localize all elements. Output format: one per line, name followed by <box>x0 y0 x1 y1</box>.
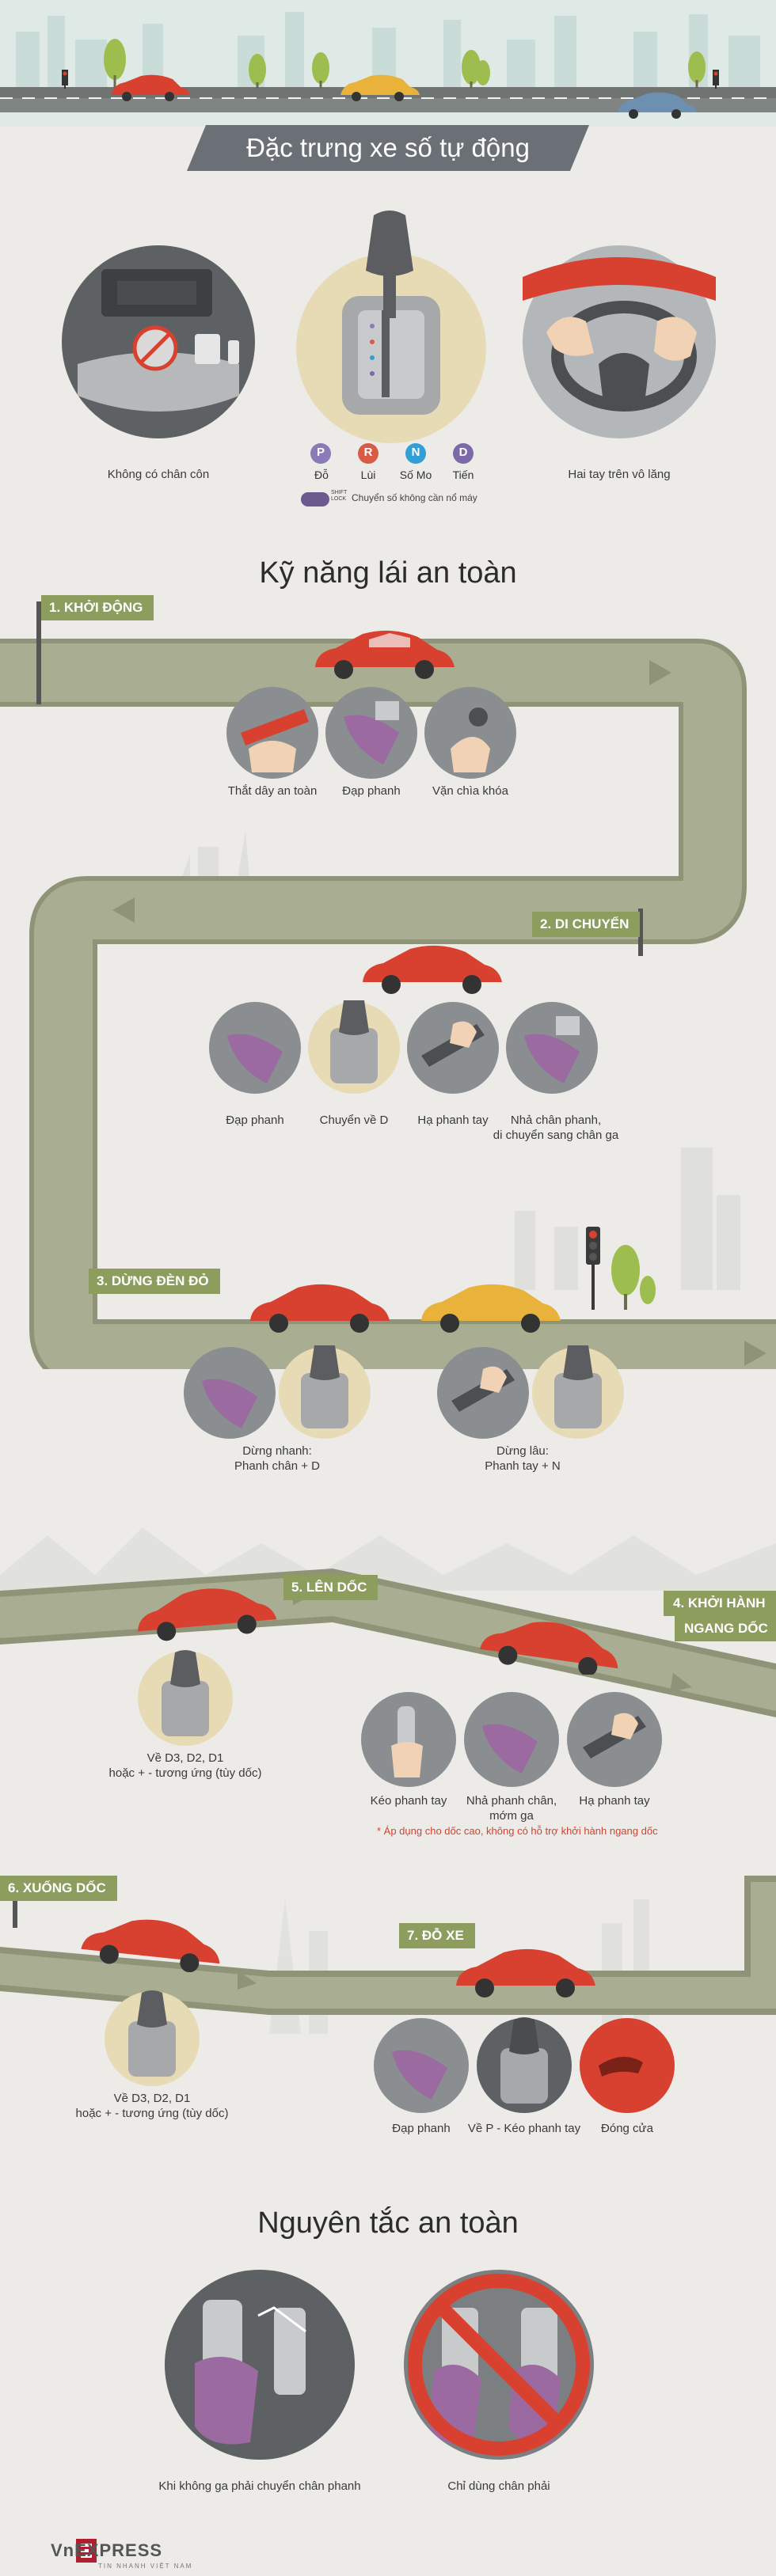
step2-caption-release-brake: Nhả chân phanh, <box>510 1113 602 1127</box>
step3-illustrations <box>184 1345 624 1439</box>
skills-title: Kỹ năng lái an toàn <box>259 556 517 590</box>
step6-gear-illustration <box>105 1990 200 2086</box>
gear-d-icon <box>453 443 474 464</box>
step2-caption-move-to-gas: di chuyển sang chân ga <box>493 1129 619 1142</box>
step4-caption-release-brake: Nhả phanh chân, <box>466 1794 557 1808</box>
step5-label: 5. LÊN DỐC <box>283 1575 378 1600</box>
step2-illustrations <box>209 1000 598 1094</box>
gear-d-label: Tiến <box>452 469 474 481</box>
step3-quick-stop-detail: Phanh chân + D <box>234 1459 320 1473</box>
step7-illustrations <box>374 2017 675 2113</box>
step6-caption-range: hoặc + - tương ứng (tùy dốc) <box>75 2107 229 2120</box>
shift-lock-button-icon <box>301 492 329 506</box>
gear-legend: P Đỗ R Lùi N Số Mo D Tiến <box>298 442 488 489</box>
step3-quick-stop-title: Dừng nhanh: <box>242 1444 312 1458</box>
no-clutch-caption: Không có chân côn <box>107 468 210 481</box>
gear-n-label: Số Mo <box>399 469 432 481</box>
step2-caption-brake: Đạp phanh <box>226 1113 284 1127</box>
shift-lock-caption: Chuyển số không cần nổ máy <box>352 492 477 503</box>
gear-n-letter: N <box>411 446 420 459</box>
step7-car-icon <box>456 1948 595 1997</box>
step3-long-stop-detail: Phanh tay + N <box>485 1459 561 1473</box>
top-blue-car-icon <box>618 92 697 119</box>
step4-note: * Áp dụng cho dốc cao, không có hỗ trợ k… <box>377 1825 658 1837</box>
step7-label: 7. ĐỖ XE <box>399 1923 475 1948</box>
step5-gear-illustration <box>138 1650 233 1746</box>
step3-red-car-icon <box>250 1284 390 1333</box>
safety-caption-right-foot: Chỉ dùng chân phải <box>447 2479 550 2493</box>
step6-car-icon <box>81 1919 220 1972</box>
step1-car-icon <box>315 630 455 679</box>
step6-sign-post <box>13 1880 17 1928</box>
gear-r-letter: R <box>363 446 373 459</box>
step4-label-line2: NGANG DỐC <box>675 1616 776 1641</box>
top-street-scene <box>0 0 776 127</box>
step3-yellow-car-icon <box>421 1284 561 1333</box>
gear-r-label: Lùi <box>360 469 376 481</box>
top-red-car-icon <box>111 74 190 101</box>
step1-illustrations <box>226 687 516 779</box>
shift-lock-badge: SHIFT LOCK <box>331 490 348 502</box>
step4-label-line1: 4. KHỞI HÀNH <box>664 1591 776 1616</box>
downhill-road <box>0 1876 776 2034</box>
steering-wheel-illustration <box>523 245 716 438</box>
gear-shifter-illustration <box>296 211 486 443</box>
step4-car-icon <box>480 1622 618 1675</box>
vnexpress-tagline: TIN NHANH VIỆT NAM <box>98 2563 193 2570</box>
step1-caption-brake: Đạp phanh <box>342 784 401 798</box>
step5-caption-range: hoặc + - tương ứng (tùy dốc) <box>108 1766 262 1780</box>
step7-caption-close-door: Đóng cửa <box>601 2122 653 2135</box>
step5-caption-gear: Về D3, D2, D1 <box>146 1751 224 1765</box>
safety-right-foot-illustration <box>404 2270 594 2460</box>
step3-label: 3. DỪNG ĐÈN ĐỎ <box>89 1269 220 1294</box>
safety-switch-pedal-illustration <box>165 2270 355 2460</box>
step4-caption-gas: mớm ga <box>489 1809 534 1823</box>
step6-label: 6. XUỐNG DỐC <box>0 1876 117 1901</box>
gear-r-icon <box>358 443 378 464</box>
vnexpress-logo-icon <box>76 2539 97 2563</box>
gear-p-label: Đỗ <box>314 469 329 481</box>
step4-caption-pull-handbrake: Kéo phanh tay <box>370 1794 447 1808</box>
vnexpress-logo: VnEXPRESS <box>51 2540 163 2560</box>
page-title: Đặc trưng xe số tự động <box>246 133 530 162</box>
gear-p-icon <box>310 443 331 464</box>
gear-n-icon <box>405 443 426 464</box>
step1-label: 1. KHỞI ĐỘNG <box>41 595 154 620</box>
step3-long-stop-title: Dừng lâu: <box>496 1444 549 1458</box>
step5-car-icon <box>138 1588 277 1641</box>
no-clutch-illustration <box>62 245 255 438</box>
winding-road <box>0 639 776 1369</box>
top-yellow-car-icon <box>340 74 420 101</box>
step1-caption-key: Vặn chìa khóa <box>432 784 508 798</box>
step4-illustrations <box>361 1692 662 1787</box>
title-banner <box>187 125 589 171</box>
step7-caption-brake: Đạp phanh <box>392 2122 451 2135</box>
step2-caption-handbrake: Hạ phanh tay <box>417 1113 489 1127</box>
safety-title: Nguyên tắc an toàn <box>257 2206 519 2240</box>
step7-caption-park: Về P - Kéo phanh tay <box>467 2122 581 2135</box>
step1-sign-post <box>36 601 41 704</box>
step2-label: 2. DI CHUYỂN <box>532 912 641 937</box>
step2-sign-post <box>638 909 643 956</box>
gear-p-letter: P <box>316 446 325 459</box>
step4-caption-lower-handbrake: Hạ phanh tay <box>579 1794 650 1808</box>
step6-caption-gear: Về D3, D2, D1 <box>113 2092 191 2105</box>
safety-caption-switch: Khi không ga phải chuyển chân phanh <box>158 2479 361 2493</box>
gear-d-letter: D <box>458 446 468 459</box>
step1-caption-seatbelt: Thắt dây an toàn <box>227 784 318 798</box>
hands-on-wheel-caption: Hai tay trên vô lăng <box>568 468 671 481</box>
step2-car-icon <box>363 945 502 994</box>
step2-caption-drive: Chuyển về D <box>319 1113 389 1127</box>
